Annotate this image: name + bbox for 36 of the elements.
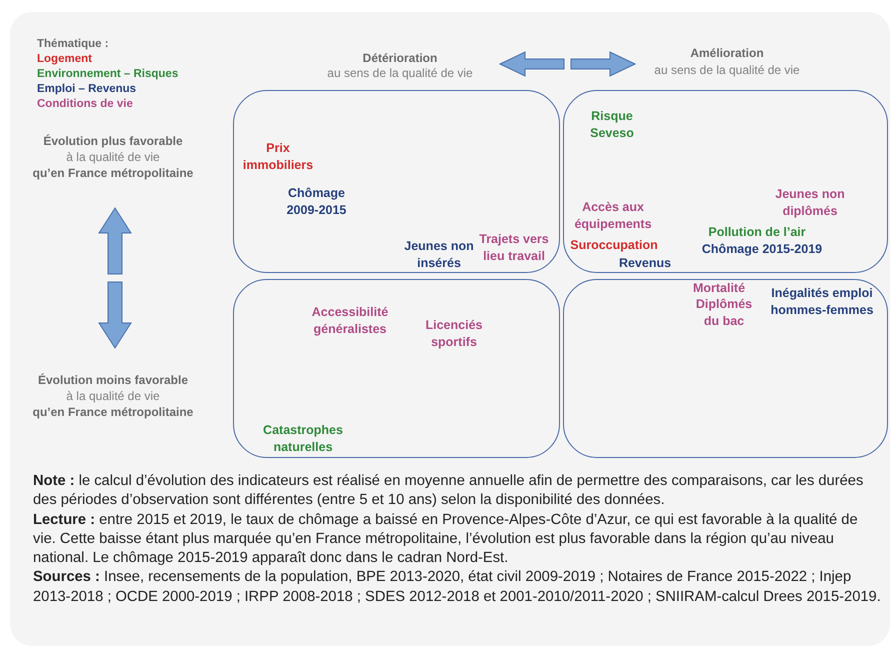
indicator-label: Diplômés du bac (692, 296, 756, 330)
axis-subheading: au sens de la qualité de vie (653, 63, 801, 77)
axis-heading: Évolution moins favorable (36, 373, 190, 387)
axis-heading: qu’en France métropolitaine (32, 405, 194, 419)
axis-subheading: au sens de la qualité de vie (326, 66, 474, 80)
indicator-label: Revenus (610, 255, 680, 272)
axis-subheading: à la qualité de vie (65, 389, 161, 403)
legend-entry: Logement (37, 52, 92, 67)
indicator-label: Suroccupation (564, 237, 664, 254)
axis-subheading: à la qualité de vie (65, 150, 161, 164)
quadrant-box (233, 279, 560, 458)
indicator-label: Jeunes non diplômés (764, 186, 856, 220)
indicator-label: Risque Seveso (582, 108, 642, 142)
indicator-label: Trajets vers lieu travail (472, 231, 556, 265)
axis-heading: Détérioration (362, 51, 438, 65)
quadrant-box (563, 279, 888, 458)
indicator-label: Licenciés sportifs (414, 317, 494, 351)
quadrant-box (563, 90, 888, 273)
legend-title: Thématique : (37, 37, 109, 52)
quadrant-box (233, 90, 560, 273)
note-paragraph: Note : le calcul d’évolution des indicateurs est réalisé en moyenne annuelle afin de permettre des comparaisons, car les durées des périodes d’observation sont différentes (entre 5 et 10 ans) selon la disponibilité des données. (33, 472, 864, 510)
axis-heading: Évolution plus favorable (42, 134, 184, 148)
indicator-label: Chômage 2009-2015 (279, 185, 354, 219)
note-paragraph: Sources : Insee, recensements de la population, BPE 2013-2020, état civil 2009-2019 ; Notaires de France 2015-2022 ; Injep 2013-2018 ; OCDE 2000-2019 ; IRPP 2008-2018 ; SDES 2012-2018 et 2001-2010/2011-2020 ; SNIIRAM-calcul Drees 2015-2019. (33, 568, 882, 607)
legend-entry: Conditions de vie (37, 97, 133, 112)
legend-entry: Environnement – Risques (37, 67, 178, 82)
indicator-label: Accès aux équipements (566, 199, 660, 233)
legend-entry: Emploi – Revenus (37, 82, 136, 97)
indicator-label: Chômage 2015-2019 (692, 241, 832, 258)
indicator-label: Catastrophes naturelles (248, 422, 358, 456)
axis-heading: Amélioration (689, 46, 765, 60)
axis-heading: qu’en France métropolitaine (32, 166, 194, 180)
note-paragraph: Lecture : entre 2015 et 2019, le taux de chômage a baissé en Provence-Alpes-Côte d’Azur, ce qui est favorable à la qualité de vie. Cette baisse étant plus marquée qu’en France métropolitaine, l’évolution est plus favorable dans la région qu’au niveau national. Le chômage 2015-2019 apparaît donc dans le cadran Nord-Est. (33, 510, 859, 568)
indicator-label: Prix immobiliers (234, 140, 322, 174)
indicator-label: Accessibilité généralistes (300, 304, 400, 338)
indicator-label: Pollution de l’air (692, 224, 822, 241)
